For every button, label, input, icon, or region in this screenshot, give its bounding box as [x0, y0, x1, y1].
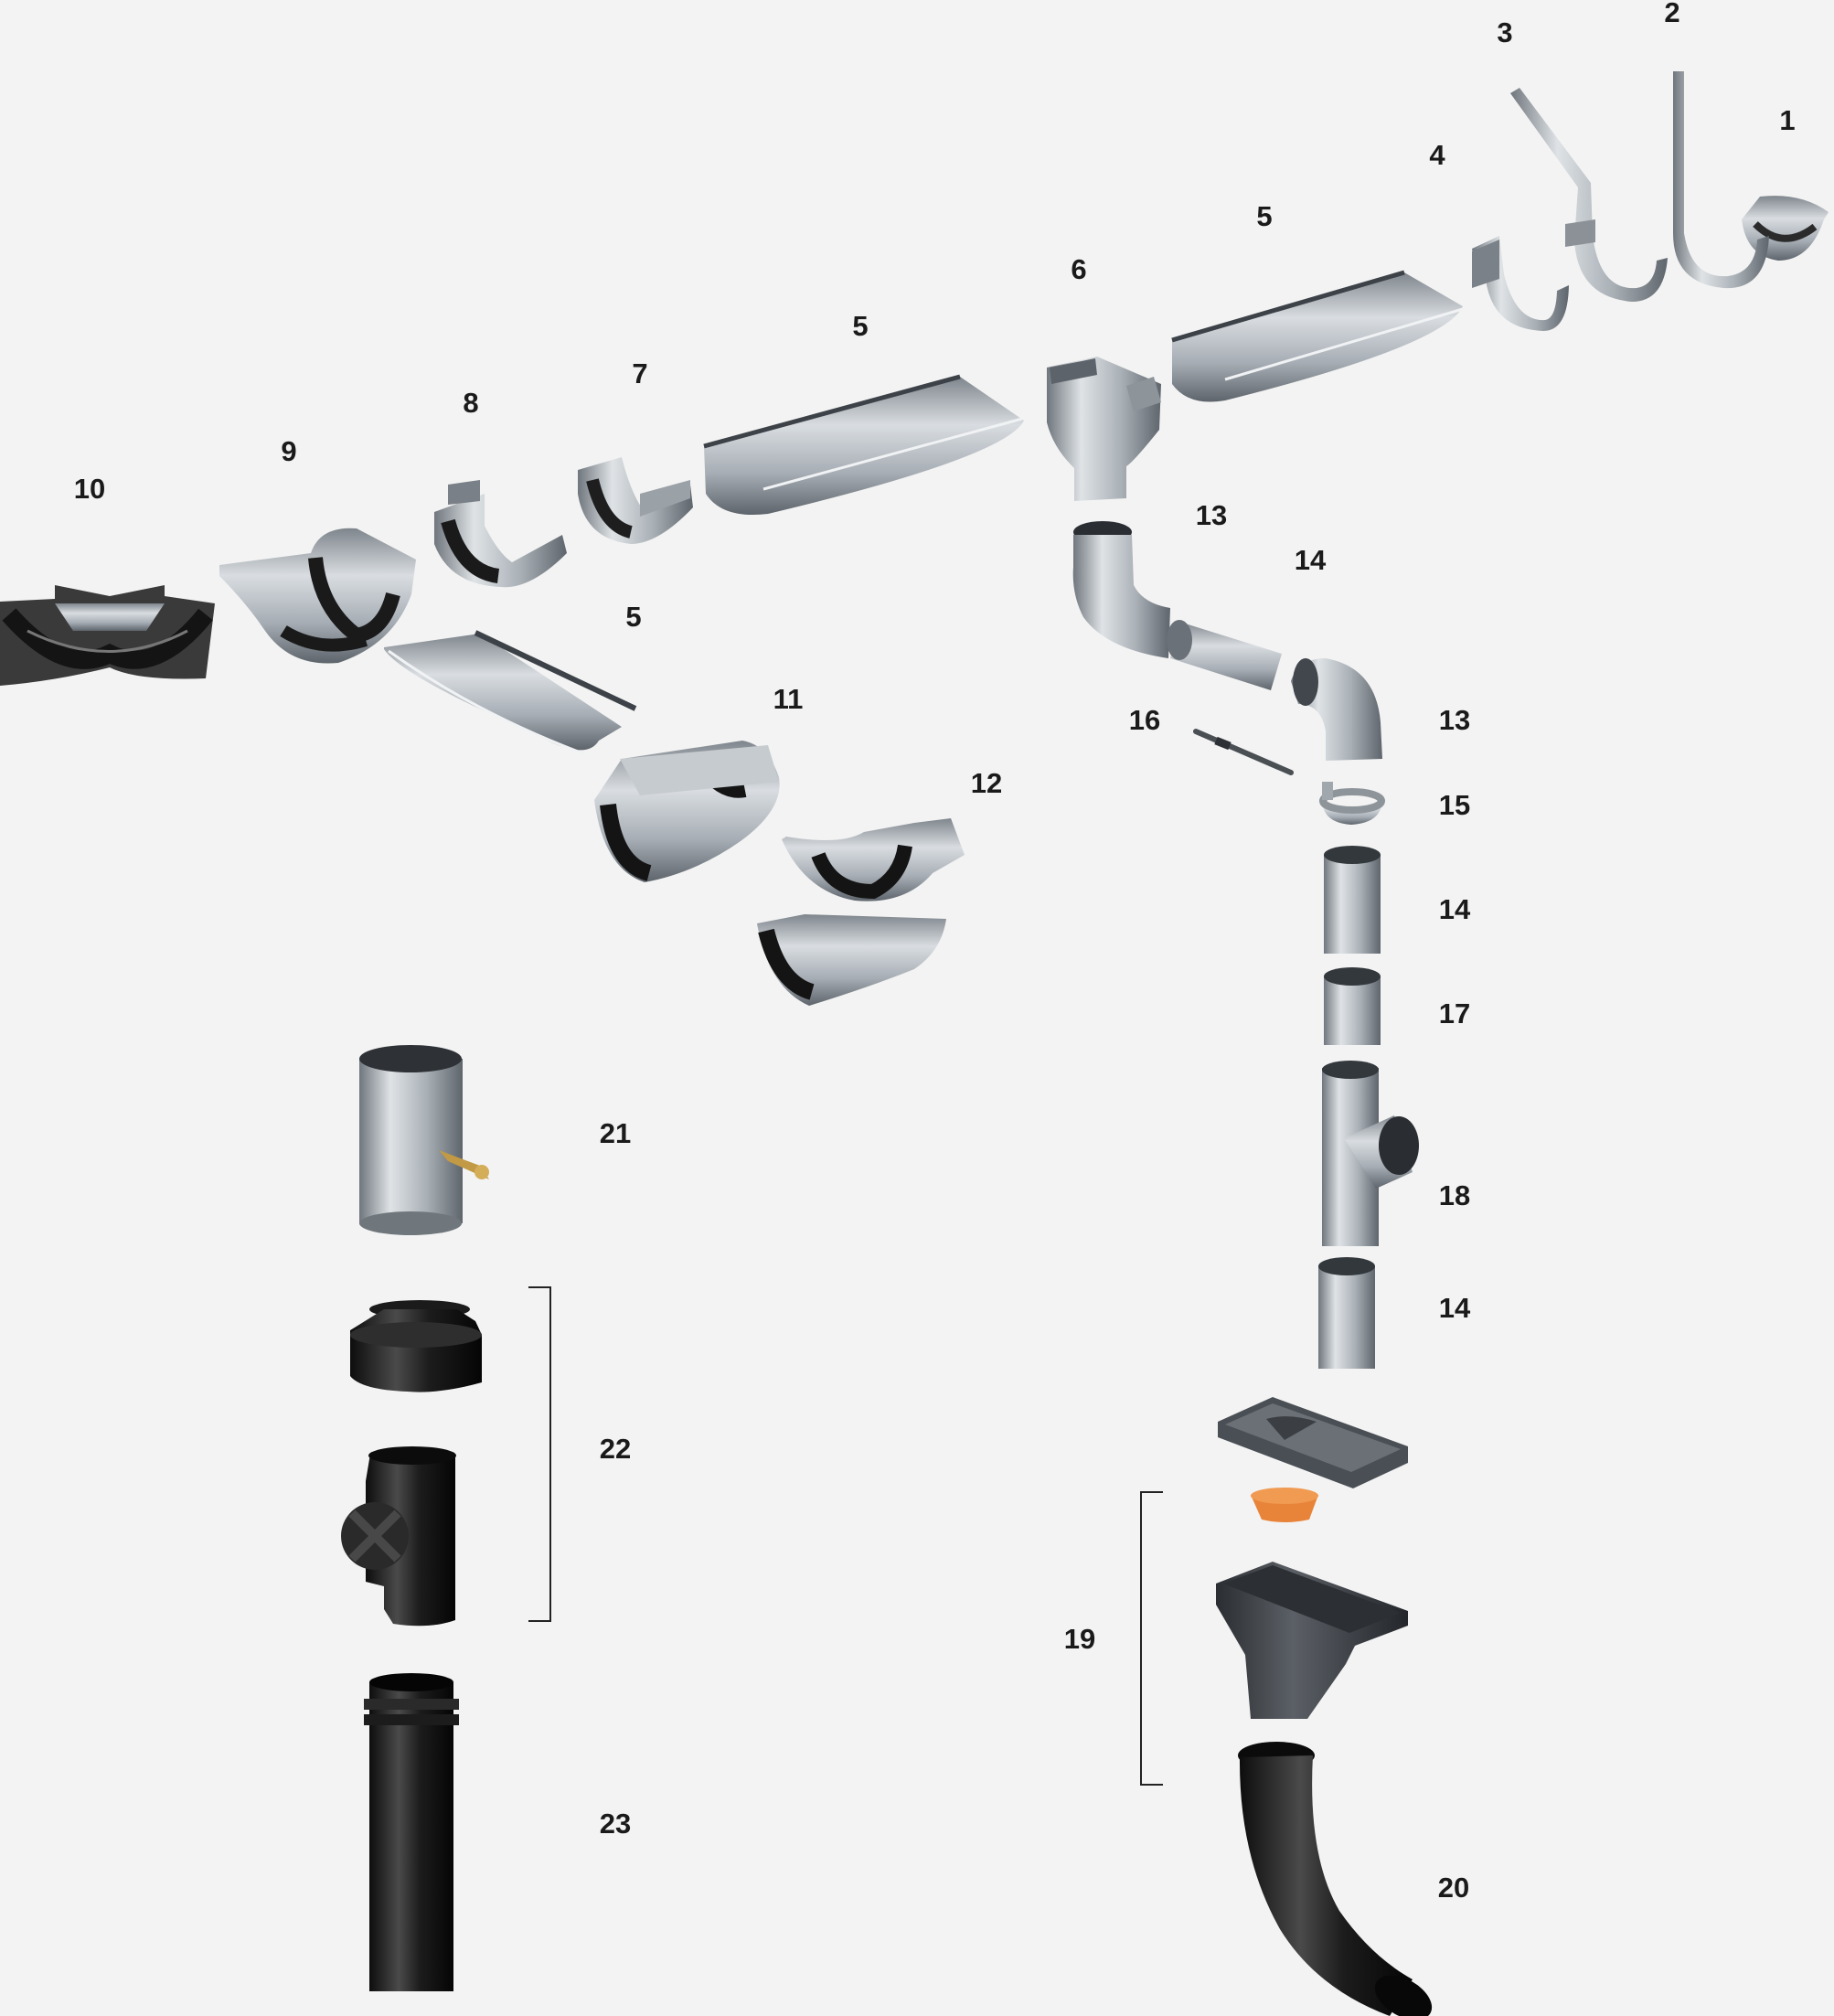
- label-5-left: 5: [625, 601, 642, 633]
- label-10: 10: [73, 473, 106, 505]
- label-15: 15: [1438, 789, 1471, 821]
- downpipe-section-1: [1324, 846, 1381, 954]
- label-19: 19: [1063, 1623, 1096, 1655]
- label-5-middle: 5: [852, 310, 869, 342]
- downpipe-branch: [1322, 1061, 1419, 1246]
- label-14-lower: 14: [1438, 1292, 1471, 1324]
- label-22: 22: [599, 1433, 632, 1465]
- black-pipe-long: [364, 1673, 459, 1991]
- gutter-section-right: [1171, 270, 1464, 402]
- label-11: 11: [773, 683, 804, 715]
- inspection-tee: [341, 1446, 456, 1627]
- pipe-clip: [1319, 782, 1385, 825]
- flexible-corrugated-pipe: [1238, 1742, 1433, 2016]
- gutter-corner-90: [219, 528, 416, 664]
- label-1: 1: [1779, 104, 1796, 136]
- gutter-outlet: [1047, 357, 1161, 501]
- gutter-corner-135: [0, 585, 215, 686]
- label-23: 23: [599, 1808, 632, 1840]
- short-fascia-bracket: [1472, 236, 1569, 331]
- gutter-end-cap: [1742, 196, 1829, 261]
- long-hook-bracket-2: [1673, 71, 1769, 289]
- black-adapter: [350, 1300, 482, 1392]
- label-17: 17: [1438, 997, 1471, 1029]
- label-3: 3: [1497, 16, 1513, 48]
- angled-hook-bracket-3: [1510, 88, 1668, 302]
- label-12: 12: [970, 767, 1003, 799]
- gutter-corner-pair: [757, 818, 965, 1006]
- gutter-external-corner: [594, 741, 780, 882]
- label-7: 7: [632, 357, 648, 389]
- bracket-line-22: [528, 1286, 551, 1622]
- label-8: 8: [463, 387, 479, 419]
- fixing-rod: [1193, 729, 1294, 775]
- rain-drain-box: [1216, 1397, 1408, 1719]
- label-20: 20: [1437, 1872, 1470, 1904]
- gutter-section-left: [384, 630, 637, 756]
- downpipe-elbow-right: [1291, 658, 1382, 761]
- downpipe-elbow-top: [1072, 521, 1170, 658]
- label-16: 16: [1128, 704, 1161, 736]
- bracket-line-19: [1140, 1491, 1163, 1786]
- label-21: 21: [599, 1117, 632, 1149]
- gutter-section-middle: [703, 374, 1024, 516]
- label-13-right: 13: [1438, 704, 1471, 736]
- label-6: 6: [1071, 253, 1087, 285]
- label-4: 4: [1429, 139, 1445, 171]
- downpipe-section-2: [1318, 1257, 1375, 1369]
- gutter-joint-bracket: [434, 480, 567, 588]
- gutter-connector: [578, 457, 693, 544]
- label-9: 9: [281, 435, 297, 467]
- label-14-upper: 14: [1438, 893, 1471, 925]
- downpipe-short-section: [1324, 967, 1381, 1045]
- label-13-top: 13: [1195, 499, 1228, 531]
- label-2: 2: [1664, 0, 1680, 28]
- rainwater-diverter-tap: [359, 1045, 489, 1235]
- label-5-right: 5: [1256, 200, 1273, 232]
- downpipe-section-diagonal: [1167, 620, 1282, 690]
- label-14-diagonal: 14: [1294, 544, 1327, 576]
- label-18: 18: [1438, 1179, 1471, 1211]
